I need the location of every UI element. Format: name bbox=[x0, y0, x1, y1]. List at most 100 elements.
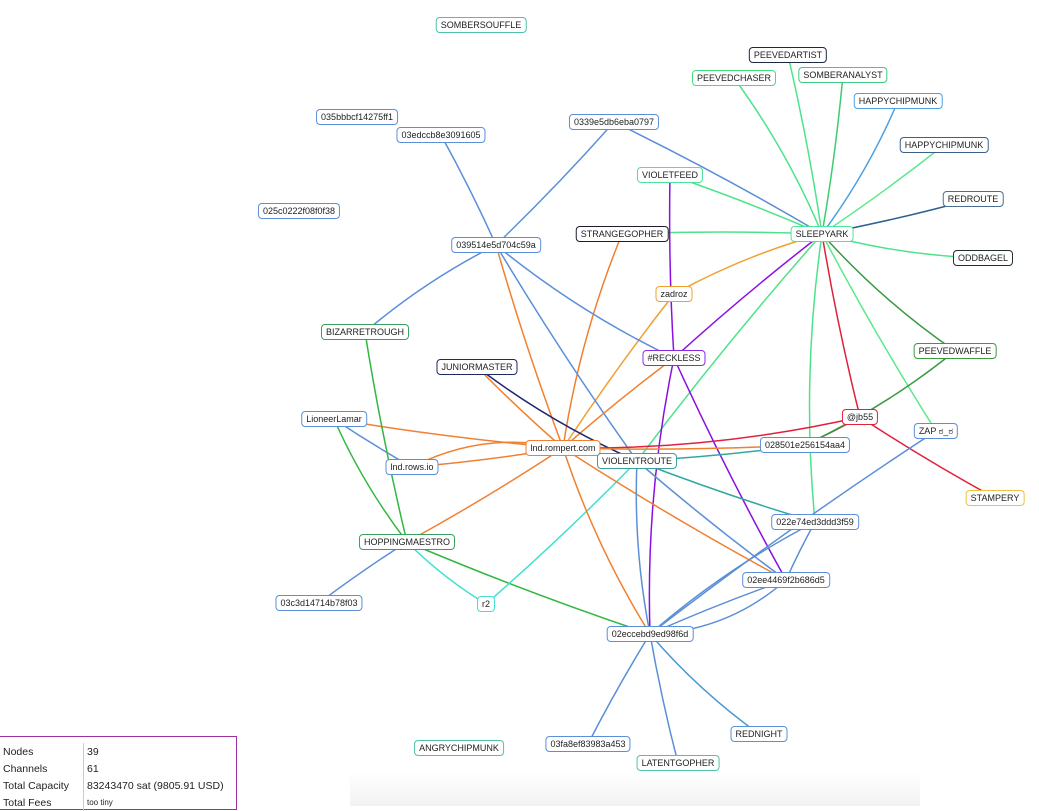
stats-value: 61 bbox=[87, 762, 99, 775]
graph-node[interactable]: VIOLENTROUTE bbox=[596, 453, 678, 469]
graph-node[interactable]: REDROUTE bbox=[942, 191, 1004, 207]
graph-node[interactable]: zadroz bbox=[655, 286, 693, 302]
graph-node[interactable]: 0339e5db6eba0797 bbox=[568, 114, 660, 130]
bottom-shadow bbox=[350, 772, 920, 806]
channel-edge[interactable] bbox=[649, 521, 816, 635]
graph-node[interactable]: PEEVEDCHASER bbox=[691, 70, 777, 86]
stats-label: Nodes bbox=[0, 743, 84, 760]
channel-edge[interactable] bbox=[636, 233, 823, 462]
graph-node[interactable]: 03c3d14714b78f03 bbox=[275, 595, 363, 611]
graph-node[interactable]: 028501e256154aa4 bbox=[759, 437, 851, 453]
graph-node[interactable]: VIOLETFEED bbox=[636, 167, 704, 183]
channel-edge[interactable] bbox=[649, 633, 679, 764]
channel-edge[interactable] bbox=[649, 633, 760, 735]
channel-edge[interactable] bbox=[673, 233, 823, 359]
graph-node[interactable]: HOPPINGMAESTRO bbox=[358, 534, 456, 550]
graph-node[interactable]: 022e74ed3ddd3f59 bbox=[771, 514, 859, 530]
graph-node[interactable]: @jb55 bbox=[841, 409, 879, 425]
stats-value: 39 bbox=[87, 745, 99, 758]
channel-edge[interactable] bbox=[476, 366, 638, 462]
channel-edge[interactable] bbox=[821, 233, 956, 352]
channel-edge[interactable] bbox=[476, 366, 564, 449]
graph-node[interactable]: ZAP ಠ_ಠ bbox=[913, 423, 959, 439]
channel-edge[interactable] bbox=[821, 100, 899, 235]
channel-edge[interactable] bbox=[364, 244, 497, 333]
graph-node[interactable]: 03fa8ef83983a453 bbox=[545, 736, 631, 752]
stats-value: too tiny bbox=[87, 798, 113, 807]
channel-edge[interactable] bbox=[406, 541, 651, 635]
channel-edge[interactable] bbox=[406, 541, 487, 605]
channel-edge[interactable] bbox=[635, 460, 651, 635]
channel-edge[interactable] bbox=[562, 293, 675, 449]
graph-node[interactable]: PEEVEDWAFFLE bbox=[913, 343, 997, 359]
channel-edge[interactable] bbox=[821, 233, 861, 418]
graph-node[interactable]: REDNIGHT bbox=[730, 726, 788, 742]
channel-edge[interactable] bbox=[804, 350, 956, 446]
channel-edge[interactable] bbox=[562, 447, 787, 581]
channel-edge[interactable] bbox=[636, 460, 787, 581]
graph-node[interactable]: #RECKLESS bbox=[642, 350, 706, 366]
graph-node[interactable]: PEEVEDARTIST bbox=[748, 47, 828, 63]
channel-edge[interactable] bbox=[495, 121, 615, 246]
channel-edge[interactable] bbox=[562, 447, 651, 635]
graph-node[interactable]: SLEEPYARK bbox=[790, 226, 854, 242]
channel-edge[interactable] bbox=[406, 447, 564, 543]
channel-edge[interactable] bbox=[495, 244, 564, 449]
channel-edge[interactable] bbox=[673, 233, 823, 295]
graph-node[interactable]: SOMBERANALYST bbox=[798, 67, 888, 83]
channel-edge[interactable] bbox=[821, 233, 937, 432]
graph-node[interactable]: ODDBAGEL bbox=[952, 250, 1014, 266]
channel-edge[interactable] bbox=[859, 416, 996, 499]
graph-node[interactable]: 02ee4469f2b686d5 bbox=[742, 572, 830, 588]
graph-node[interactable]: 025c0222f08f0f38 bbox=[257, 203, 341, 219]
graph-node[interactable]: HAPPYCHIPMUNK bbox=[853, 93, 943, 109]
stats-value: 83243470 sat (9805.91 USD) bbox=[87, 779, 224, 792]
channel-edge[interactable] bbox=[648, 357, 675, 635]
graph-node[interactable]: LioneerLamar bbox=[301, 411, 367, 427]
channel-edge[interactable] bbox=[787, 54, 823, 235]
channel-edge[interactable] bbox=[485, 460, 638, 605]
channel-edge[interactable] bbox=[636, 460, 816, 523]
graph-node[interactable]: 03edccb8e3091605 bbox=[396, 127, 486, 143]
graph-node[interactable]: STAMPERY bbox=[965, 490, 1025, 506]
channel-edge[interactable] bbox=[821, 74, 844, 235]
graph-node[interactable]: 02eccebd9ed98f6d bbox=[606, 626, 694, 642]
channel-edge[interactable] bbox=[495, 244, 675, 359]
graph-node[interactable]: JUNIORMASTER bbox=[436, 359, 518, 375]
channel-edge[interactable] bbox=[733, 77, 823, 235]
channel-edge[interactable] bbox=[808, 233, 823, 523]
stats-label: Total Capacity bbox=[0, 777, 84, 794]
graph-node[interactable]: 039514e5d704c59a bbox=[451, 237, 541, 253]
graph-node[interactable]: ANGRYCHIPMUNK bbox=[414, 740, 504, 756]
graph-node[interactable]: BIZARRETROUGH bbox=[320, 324, 410, 340]
channel-edge[interactable] bbox=[673, 357, 787, 581]
channel-edge[interactable] bbox=[318, 541, 408, 604]
graph-node[interactable]: SOMBERSOUFFLE bbox=[435, 17, 527, 33]
channel-edge[interactable] bbox=[562, 233, 623, 449]
channel-edge[interactable] bbox=[668, 174, 675, 359]
channel-edge[interactable] bbox=[821, 144, 945, 235]
graph-node[interactable]: 035bbbcf14275ff1 bbox=[316, 109, 398, 125]
channel-edge[interactable] bbox=[495, 244, 638, 462]
channel-edge[interactable] bbox=[649, 430, 937, 635]
graph-node[interactable]: LATENTGOPHER bbox=[636, 755, 720, 771]
channel-edge[interactable] bbox=[440, 134, 497, 246]
graph-node[interactable]: lnd.rompert.com bbox=[525, 440, 601, 456]
channel-edge[interactable] bbox=[587, 633, 651, 745]
channel-edge[interactable] bbox=[613, 121, 823, 235]
graph-node[interactable]: HAPPYCHIPMUNK bbox=[899, 137, 989, 153]
channel-edge[interactable] bbox=[562, 357, 675, 449]
channel-edge[interactable] bbox=[333, 418, 408, 543]
channel-edge[interactable] bbox=[364, 331, 408, 543]
graph-node[interactable]: STRANGEGOPHER bbox=[575, 226, 669, 242]
graph-node[interactable]: r2 bbox=[476, 596, 496, 612]
channel-edge[interactable] bbox=[562, 416, 861, 449]
graph-node[interactable]: lnd.rows.io bbox=[385, 459, 439, 475]
stats-label: Total Fees bbox=[0, 794, 84, 811]
